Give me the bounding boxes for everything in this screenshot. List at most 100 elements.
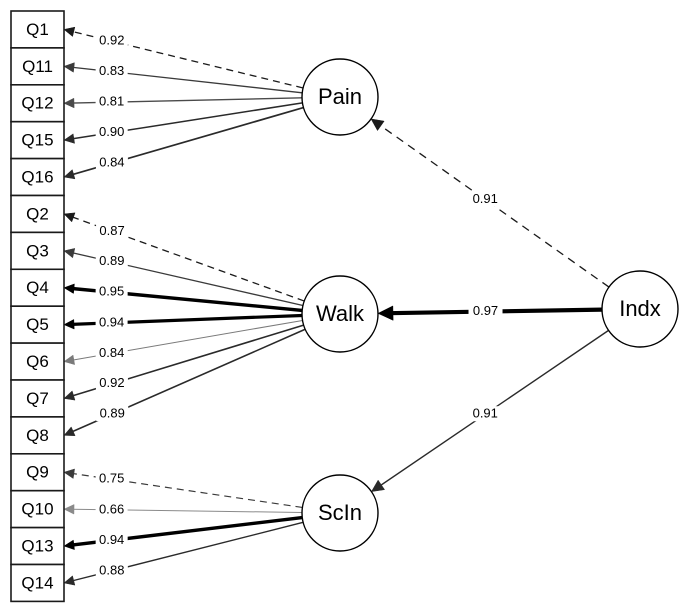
indicator-label: Q12 <box>21 94 53 113</box>
label-backdrop <box>95 532 128 548</box>
label-backdrop <box>95 471 128 487</box>
structural-value-indx-pain: 0.91 <box>468 191 503 207</box>
indicator-box-q1: Q1 <box>10 10 65 49</box>
structural-value-label: 0.97 <box>473 303 498 318</box>
loading-value-scin-q10: 0.66 <box>95 501 128 517</box>
loading-value-label: 0.94 <box>99 314 124 329</box>
indicator-rect <box>10 489 65 529</box>
loading-value-label: 0.92 <box>99 375 124 390</box>
indicator-box-q12: Q12 <box>10 84 65 123</box>
label-backdrop <box>95 562 128 578</box>
loading-value-label: 0.94 <box>99 532 124 547</box>
latent-label: Pain <box>318 84 362 109</box>
label-backdrop <box>95 155 128 171</box>
latent-label: ScIn <box>318 500 362 525</box>
edge-label-layer: 0.92 0.83 0.81 0.90 0.84 0.87 0.89 0.95 0.94 0.84… <box>95 33 503 578</box>
loading-value-label: 0.89 <box>100 406 125 421</box>
indicator-label: Q2 <box>26 204 49 223</box>
indicator-label: Q3 <box>26 241 49 260</box>
indicator-label: Q10 <box>21 500 53 519</box>
indicator-box-q10: Q10 <box>10 489 65 529</box>
indicator-label: Q1 <box>26 20 49 39</box>
loading-value-label: 0.87 <box>99 223 124 238</box>
structural-value-indx-walk: 0.97 <box>468 303 503 319</box>
latent-label: Indx <box>619 296 661 321</box>
indicator-box-q2: Q2 <box>10 194 65 234</box>
loading-value-label: 0.95 <box>99 284 124 299</box>
loading-value-pain-q1: 0.92 <box>95 33 128 49</box>
indicator-rect <box>10 379 65 418</box>
label-backdrop <box>95 284 128 300</box>
latent-circle <box>601 270 679 348</box>
indicator-box-q14: Q14 <box>10 563 65 603</box>
indicator-rect <box>10 157 65 197</box>
indicator-rect <box>10 452 65 492</box>
label-backdrop <box>96 406 129 422</box>
loading-value-label: 0.88 <box>99 562 124 577</box>
structural-value-label: 0.91 <box>473 406 498 421</box>
indicator-rect <box>10 268 65 307</box>
structural-value-indx-scin: 0.91 <box>468 406 503 422</box>
indicator-label: Q11 <box>22 57 53 76</box>
indicator-box-q16: Q16 <box>10 157 65 197</box>
indicator-rect <box>10 47 65 86</box>
indicator-rect <box>10 231 65 271</box>
latent-node-pain: Pain <box>301 58 379 136</box>
indicator-label: Q16 <box>21 168 53 187</box>
loading-value-label: 0.89 <box>99 253 124 268</box>
indicator-label: Q7 <box>26 389 49 408</box>
label-backdrop <box>95 345 128 361</box>
loading-value-label: 0.84 <box>99 345 124 360</box>
structural-value-label: 0.91 <box>473 191 498 206</box>
loading-value-label: 0.81 <box>99 94 124 109</box>
label-backdrop <box>95 94 128 110</box>
loading-value-label: 0.66 <box>99 501 124 516</box>
loading-value-walk-q8: 0.89 <box>96 406 129 422</box>
indicator-box-q9: Q9 <box>10 452 65 492</box>
indicator-label: Q14 <box>21 573 53 592</box>
indicator-rect <box>10 305 65 344</box>
label-backdrop <box>96 223 129 239</box>
loading-value-pain-q15: 0.90 <box>95 124 128 140</box>
label-backdrop <box>95 124 128 140</box>
label-backdrop <box>95 501 128 517</box>
latent-node-scin: ScIn <box>301 474 379 552</box>
indicator-label: Q6 <box>26 352 49 371</box>
loading-value-pain-q16: 0.84 <box>95 155 128 171</box>
indicator-rect <box>10 342 65 381</box>
label-backdrop <box>95 253 128 269</box>
latent-node-indx: Indx <box>601 270 679 348</box>
indicator-box-q11: Q11 <box>10 47 65 86</box>
indicator-label: Q15 <box>21 131 53 150</box>
indicator-rect <box>10 10 65 49</box>
loading-value-label: 0.84 <box>99 155 124 170</box>
indicator-label: Q4 <box>26 278 49 297</box>
loading-value-pain-q11: 0.83 <box>95 63 128 79</box>
indicator-label: Q8 <box>26 426 49 445</box>
loading-value-walk-q5: 0.94 <box>95 314 128 330</box>
indicator-label: Q13 <box>21 537 53 556</box>
loading-value-label: 0.92 <box>99 33 124 48</box>
label-backdrop <box>95 33 128 49</box>
indicator-box-q8: Q8 <box>10 416 65 455</box>
loading-value-walk-q6: 0.84 <box>95 345 128 361</box>
label-backdrop <box>468 191 503 207</box>
loading-value-walk-q2: 0.87 <box>96 223 129 239</box>
loading-value-scin-q9: 0.75 <box>95 471 128 487</box>
loading-value-label: 0.90 <box>99 124 124 139</box>
indicator-rect <box>10 563 65 603</box>
loading-value-label: 0.75 <box>99 471 124 486</box>
latent-circle <box>301 474 379 552</box>
indicator-rect <box>10 120 65 160</box>
loading-value-scin-q13: 0.94 <box>95 532 128 548</box>
indicator-box-q15: Q15 <box>10 120 65 160</box>
label-backdrop <box>95 375 128 391</box>
indicator-box-q6: Q6 <box>10 342 65 381</box>
indicator-box-q5: Q5 <box>10 305 65 344</box>
indicator-box-q4: Q4 <box>10 268 65 307</box>
loading-value-walk-q7: 0.92 <box>95 375 128 391</box>
latent-label: Walk <box>316 301 365 326</box>
